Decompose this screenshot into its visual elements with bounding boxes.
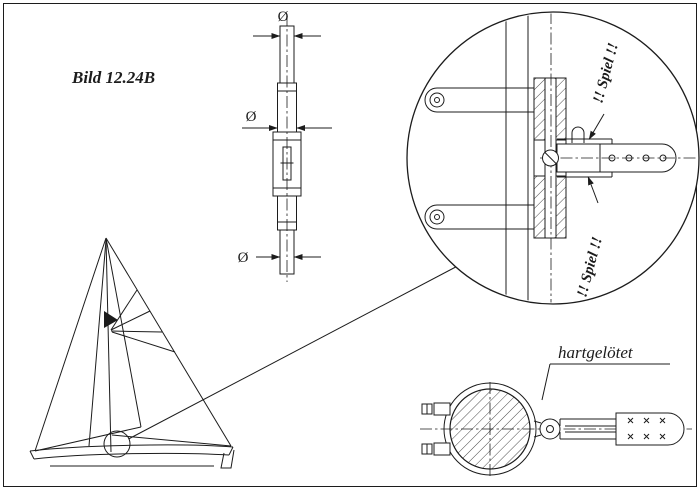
mainsail-leech: [105, 237, 232, 447]
mast-line: [105, 237, 112, 453]
upper-tang-rivet: [429, 92, 445, 108]
hull-bottom-line: [33, 452, 230, 460]
jib-foot: [34, 426, 142, 452]
mast-cross-section: [449, 388, 531, 470]
sail-insignia: [104, 311, 118, 328]
diameter-symbol-top: Ø: [278, 9, 289, 25]
rudder: [220, 449, 235, 469]
tube-rivets: [627, 417, 666, 440]
bow-stem: [29, 450, 35, 460]
clearance-arrow-bottom: [587, 176, 599, 204]
diameter-symbol-middle: Ø: [246, 109, 257, 125]
clamp-lug-top: [433, 402, 451, 416]
gooseneck-detail-view: !! Spiel !! !! Spiel !!: [406, 11, 700, 305]
boom-arm: [556, 143, 677, 173]
transom: [228, 446, 234, 456]
pin-detail-side-view: Ø Ø Ø: [238, 9, 332, 282]
forestay-line: [34, 237, 107, 452]
boom-tube: [615, 412, 685, 446]
jib-leech: [105, 237, 142, 428]
lower-tang: [424, 204, 534, 230]
stirrup-clip: [571, 126, 585, 143]
shroud-line: [88, 239, 107, 447]
sailboat-drawing: [29, 237, 235, 469]
brazed-leader-line: [541, 363, 551, 401]
figure-label: Bild 12.24B: [71, 68, 155, 87]
brazed-joint-callout: hartgelötet: [541, 343, 670, 401]
clearance-arrow-top: [588, 113, 605, 140]
lower-tang-rivet: [429, 209, 445, 225]
upper-tang: [424, 87, 534, 113]
hull-sheer-line: [29, 444, 234, 452]
detail-leader-line: [128, 266, 456, 440]
clamp-lug-bottom: [433, 442, 451, 456]
gooseneck-detail-marker: [103, 430, 131, 458]
gooseneck-top-view: [420, 382, 692, 477]
clamp-band: [443, 382, 537, 476]
swivel-pivot: [539, 418, 561, 440]
diameter-symbol-bottom: Ø: [238, 250, 249, 266]
brazed-joint-label: hartgelötet: [558, 343, 634, 362]
drawing-border: [3, 3, 697, 487]
